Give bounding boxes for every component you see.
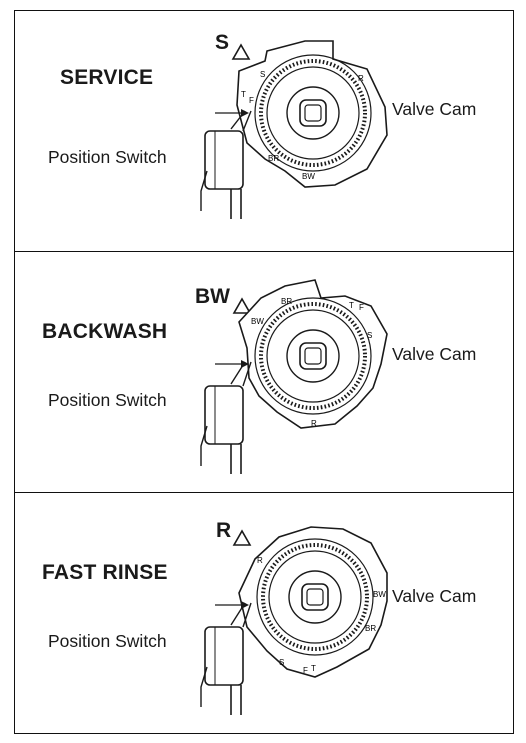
position-switch-label: Position Switch — [48, 390, 167, 410]
cam-mark-t: T — [349, 301, 354, 310]
cam-mark-s: S — [260, 70, 265, 79]
cam-mark-br: BR — [365, 624, 376, 633]
divider — [15, 251, 513, 252]
position-switch-label: Position Switch — [48, 631, 167, 651]
cam-mark-bw: BW — [251, 317, 264, 326]
divider — [15, 492, 513, 493]
pointer-triangle-icon — [232, 529, 252, 546]
cam-mark-r: R — [257, 556, 263, 565]
cam-mark-t: T — [241, 90, 246, 99]
position-switch — [200, 361, 252, 474]
cam-mark-s: S — [367, 331, 372, 340]
cam-mark-br: BR — [281, 297, 292, 306]
valve-cam-label: Valve Cam — [392, 586, 477, 606]
pointer-triangle-icon — [232, 297, 252, 314]
cam-mark-r: R — [311, 419, 317, 428]
panel-backwash: BW BR T F S R BACKWASH BW Valve Cam Posi — [15, 252, 513, 493]
mode-title: FAST RINSE — [42, 561, 168, 584]
mode-title: BACKWASH — [42, 320, 168, 343]
cam-mark-f: F — [249, 96, 254, 105]
cam-mark-r: R — [358, 74, 364, 83]
valve-cam-label: Valve Cam — [392, 99, 477, 119]
position-switch — [200, 602, 252, 715]
panel-service: S R BW BR F T SERVICE S Valve Cam Positi — [15, 11, 513, 252]
valve-cam — [238, 279, 388, 429]
position-letter: S — [215, 31, 230, 54]
mode-title: SERVICE — [60, 66, 154, 89]
cam-mark-f: F — [359, 303, 364, 312]
arrow-right-icon — [215, 109, 249, 117]
diagram-frame: S R BW BR F T SERVICE S Valve Cam Positi — [14, 10, 514, 734]
cam-mark-s: S — [279, 658, 284, 667]
cam-mark-t: T — [311, 664, 316, 673]
position-switch — [200, 110, 252, 219]
cam-mark-f: F — [303, 666, 308, 675]
cam-mark-br: BR — [268, 154, 279, 163]
position-switch-label: Position Switch — [48, 147, 167, 167]
cam-diagram-backwash: BW BR T F S R — [200, 279, 388, 474]
position-letter: BW — [195, 285, 230, 308]
panel-fast-rinse: R BW BR T F S FAST RINSE R Valve Cam Pos — [15, 493, 513, 734]
valve-cam — [236, 40, 388, 188]
valve-cam — [238, 526, 388, 678]
position-letter: R — [216, 519, 232, 542]
pointer-triangle-icon — [231, 43, 251, 60]
cam-mark-bw: BW — [302, 172, 315, 181]
cam-diagram-fast-rinse: R BW BR T F S — [200, 526, 388, 715]
cam-diagram-service: S R BW BR F T — [200, 40, 388, 219]
cam-mark-bw: BW — [373, 590, 386, 599]
valve-cam-label: Valve Cam — [392, 344, 477, 364]
